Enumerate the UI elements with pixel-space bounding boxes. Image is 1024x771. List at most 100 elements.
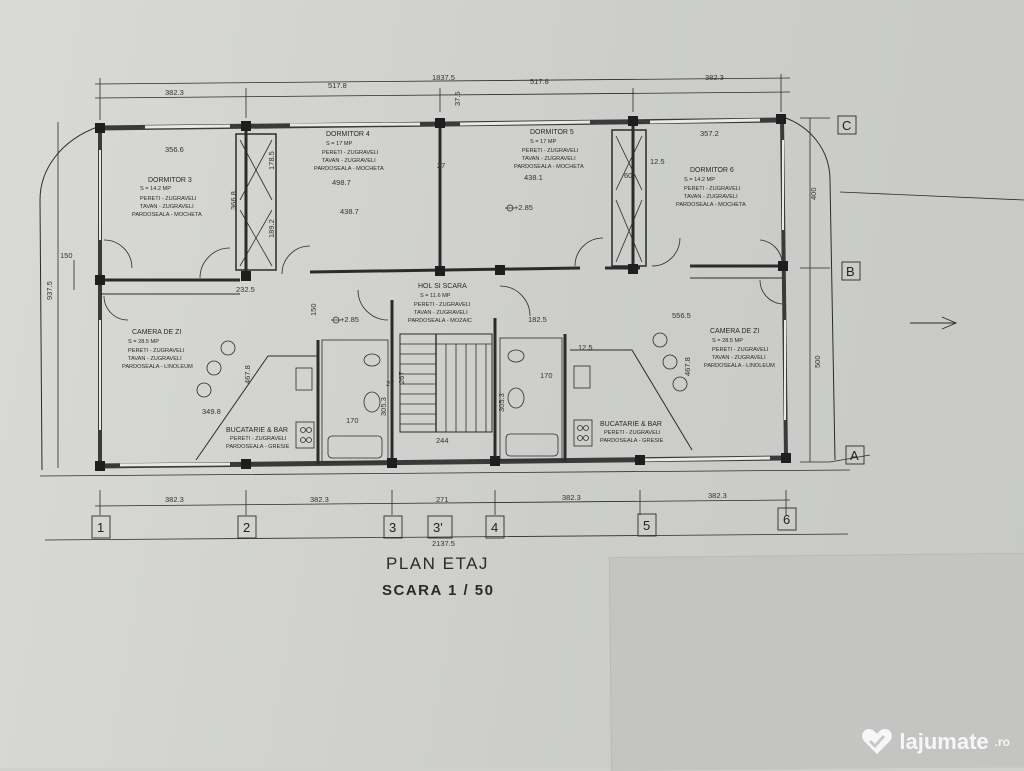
dim-37-5: 37.5 xyxy=(453,91,462,106)
room-bucatarie-left: BUCATARIE & BAR PERETI - ZUGRAVELI PARDO… xyxy=(226,427,290,450)
svg-text:PARDOSEALA - MOCHETA: PARDOSEALA - MOCHETA xyxy=(514,164,584,170)
svg-text:S = 28.5 MP: S = 28.5 MP xyxy=(128,339,159,345)
axis-bubble-6 xyxy=(777,507,797,531)
axis-bubble-5 xyxy=(637,513,657,537)
dim-left-total: 937.5 xyxy=(45,281,54,300)
dim-189-2: 189.2 xyxy=(267,219,276,238)
svg-text:PERETI - ZUGRAVELI: PERETI - ZUGRAVELI xyxy=(414,302,471,308)
svg-text:PARDOSEALA - MOCHETA: PARDOSEALA - MOCHETA xyxy=(132,212,202,218)
svg-text:PARDOSEALA - MOZAIC: PARDOSEALA - MOZAIC xyxy=(408,318,472,324)
dim-305-3-right: 305.3 xyxy=(497,393,506,412)
dim-267: 267 xyxy=(397,371,406,384)
room-bucatarie-right: BUCATARIE & BAR PERETI - ZUGRAVELI PARDO… xyxy=(600,421,664,444)
svg-text:PARDOSEALA - LINOLEUM: PARDOSEALA - LINOLEUM xyxy=(704,363,775,369)
svg-text:PERETI - ZUGRAVELI: PERETI - ZUGRAVELI xyxy=(712,347,769,353)
dim-366-8: 366.8 xyxy=(229,191,238,210)
dim-left-mid: 150 xyxy=(60,251,73,260)
dim-bot-4: 382.3 xyxy=(562,493,581,502)
svg-text:DORMITOR 3: DORMITOR 3 xyxy=(148,177,192,184)
axis-label-2: 2 xyxy=(243,520,250,535)
dim-bot-1: 382.3 xyxy=(165,495,184,504)
dim-top-3: 517.8 xyxy=(530,77,549,86)
svg-text:TAVAN - ZUGRAVELI: TAVAN - ZUGRAVELI xyxy=(684,194,738,200)
axis-bubble-4 xyxy=(485,515,505,539)
axis-label-1: 1 xyxy=(97,520,104,535)
axis-bubble-a xyxy=(845,445,865,465)
room-dormitor-4: DORMITOR 4 S = 17 MP PERETI - ZUGRAVELI … xyxy=(314,131,384,172)
watermark-brand: lajumate xyxy=(899,729,989,754)
axis-label-c: C xyxy=(842,118,851,133)
dim-12-5: 12.5 xyxy=(650,157,665,166)
svg-text:PERETI - ZUGRAVELI: PERETI - ZUGRAVELI xyxy=(522,148,579,154)
svg-text:PERETI - ZUGRAVELI: PERETI - ZUGRAVELI xyxy=(684,186,741,192)
svg-text:PERETI - ZUGRAVELI: PERETI - ZUGRAVELI xyxy=(140,196,197,202)
dim-467-8-right: 467.8 xyxy=(683,357,692,376)
svg-text:S = 17 MP: S = 17 MP xyxy=(530,139,557,145)
axis-bubble-1 xyxy=(91,515,111,539)
columns xyxy=(95,114,791,471)
dim-bot-2: 382.3 xyxy=(310,495,329,504)
drawing-scale: SCARA 1 / 50 xyxy=(382,582,494,599)
svg-text:PARDOSEALA - MOCHETA: PARDOSEALA - MOCHETA xyxy=(314,166,384,172)
axis-bubble-c xyxy=(837,115,857,135)
dim-182-5: 182.5 xyxy=(528,315,547,324)
dim-357-2: 357.2 xyxy=(700,129,719,138)
svg-text:PARDOSEALA - MOCHETA: PARDOSEALA - MOCHETA xyxy=(676,202,746,208)
svg-text:BUCATARIE & BAR: BUCATARIE & BAR xyxy=(226,427,288,434)
dim-bot-3: 271 xyxy=(436,495,449,504)
svg-text:TAVAN - ZUGRAVELI: TAVAN - ZUGRAVELI xyxy=(414,310,468,316)
svg-text:HOL SI SCARA: HOL SI SCARA xyxy=(418,283,467,290)
dim-27: 27 xyxy=(437,161,445,170)
level-left: +2.85 xyxy=(340,315,359,324)
axis-bubble-b xyxy=(841,261,861,281)
svg-text:S = 14.2 MP: S = 14.2 MP xyxy=(684,177,715,183)
axis-label-4: 4 xyxy=(491,520,498,535)
axis-label-3prime: 3' xyxy=(433,520,443,535)
dim-150: 150 xyxy=(309,303,318,316)
svg-text:PERETI - ZUGRAVELI: PERETI - ZUGRAVELI xyxy=(322,150,379,156)
drawing-title: PLAN ETAJ xyxy=(386,554,489,573)
svg-text:PARDOSEALA - GRESIE: PARDOSEALA - GRESIE xyxy=(226,444,290,450)
dim-total-bottom: 2137.5 xyxy=(432,539,455,548)
dim-438-7: 438.7 xyxy=(340,207,359,216)
level-center: +2.85 xyxy=(514,203,533,212)
axis-label-3: 3 xyxy=(389,520,396,535)
room-camera-de-zi-right: CAMERA DE ZI S = 28.5 MP PERETI - ZUGRAV… xyxy=(704,328,775,369)
svg-text:TAVAN - ZUGRAVELI: TAVAN - ZUGRAVELI xyxy=(522,156,576,162)
svg-text:PARDOSEALA - GRESIE: PARDOSEALA - GRESIE xyxy=(600,438,664,444)
watermark: lajumate.ro xyxy=(861,728,1010,756)
room-dormitor-3: DORMITOR 3 S = 14.2 MP PERETI - ZUGRAVEL… xyxy=(132,177,202,218)
dim-top-1: 382.3 xyxy=(165,88,184,97)
axis-label-a: A xyxy=(850,448,859,463)
dim-178-5: 178.5 xyxy=(267,151,276,170)
dim-467-8-left: 467.8 xyxy=(243,365,252,384)
dim-stair-width: 244 xyxy=(436,436,449,445)
svg-text:CAMERA DE ZI: CAMERA DE ZI xyxy=(132,329,181,336)
svg-text:DORMITOR 4: DORMITOR 4 xyxy=(326,131,370,138)
axis-bubble-3prime xyxy=(427,515,453,539)
dim-305-3-left: 305.3 xyxy=(379,397,388,416)
dim-170-right: 170 xyxy=(540,371,553,380)
dim-349-8: 349.8 xyxy=(202,407,221,416)
svg-text:PERETI - ZUGRAVELI: PERETI - ZUGRAVELI xyxy=(604,430,661,436)
dim-top-4: 382.3 xyxy=(705,73,724,82)
svg-text:DORMITOR 6: DORMITOR 6 xyxy=(690,167,734,174)
svg-text:S = 14.2 MP: S = 14.2 MP xyxy=(140,186,171,192)
dim-bot-5: 382.3 xyxy=(708,491,727,500)
room-dormitor-6: DORMITOR 6 S = 14.2 MP PERETI - ZUGRAVEL… xyxy=(676,167,746,208)
svg-text:DORMITOR 5: DORMITOR 5 xyxy=(530,129,574,136)
dim-556-5: 556.5 xyxy=(672,311,691,320)
dim-60: 60 xyxy=(624,171,632,180)
svg-text:S = 28.5 MP: S = 28.5 MP xyxy=(712,338,743,344)
dim-right-lower: 500 xyxy=(813,355,822,368)
svg-text:PERETI - ZUGRAVELI: PERETI - ZUGRAVELI xyxy=(128,348,185,354)
axis-bubble-3 xyxy=(383,515,403,539)
dim-27-b: 27 xyxy=(386,379,394,388)
svg-text:PARDOSEALA - LINOLEUM: PARDOSEALA - LINOLEUM xyxy=(122,364,193,370)
svg-text:S = 17 MP: S = 17 MP xyxy=(326,141,353,147)
svg-text:S = 11.6 MP: S = 11.6 MP xyxy=(420,293,451,299)
dim-356-6: 356.6 xyxy=(165,145,184,154)
dim-498-7: 498.7 xyxy=(332,178,351,187)
svg-text:TAVAN - ZUGRAVELI: TAVAN - ZUGRAVELI xyxy=(140,204,194,210)
axis-label-6: 6 xyxy=(783,512,790,527)
